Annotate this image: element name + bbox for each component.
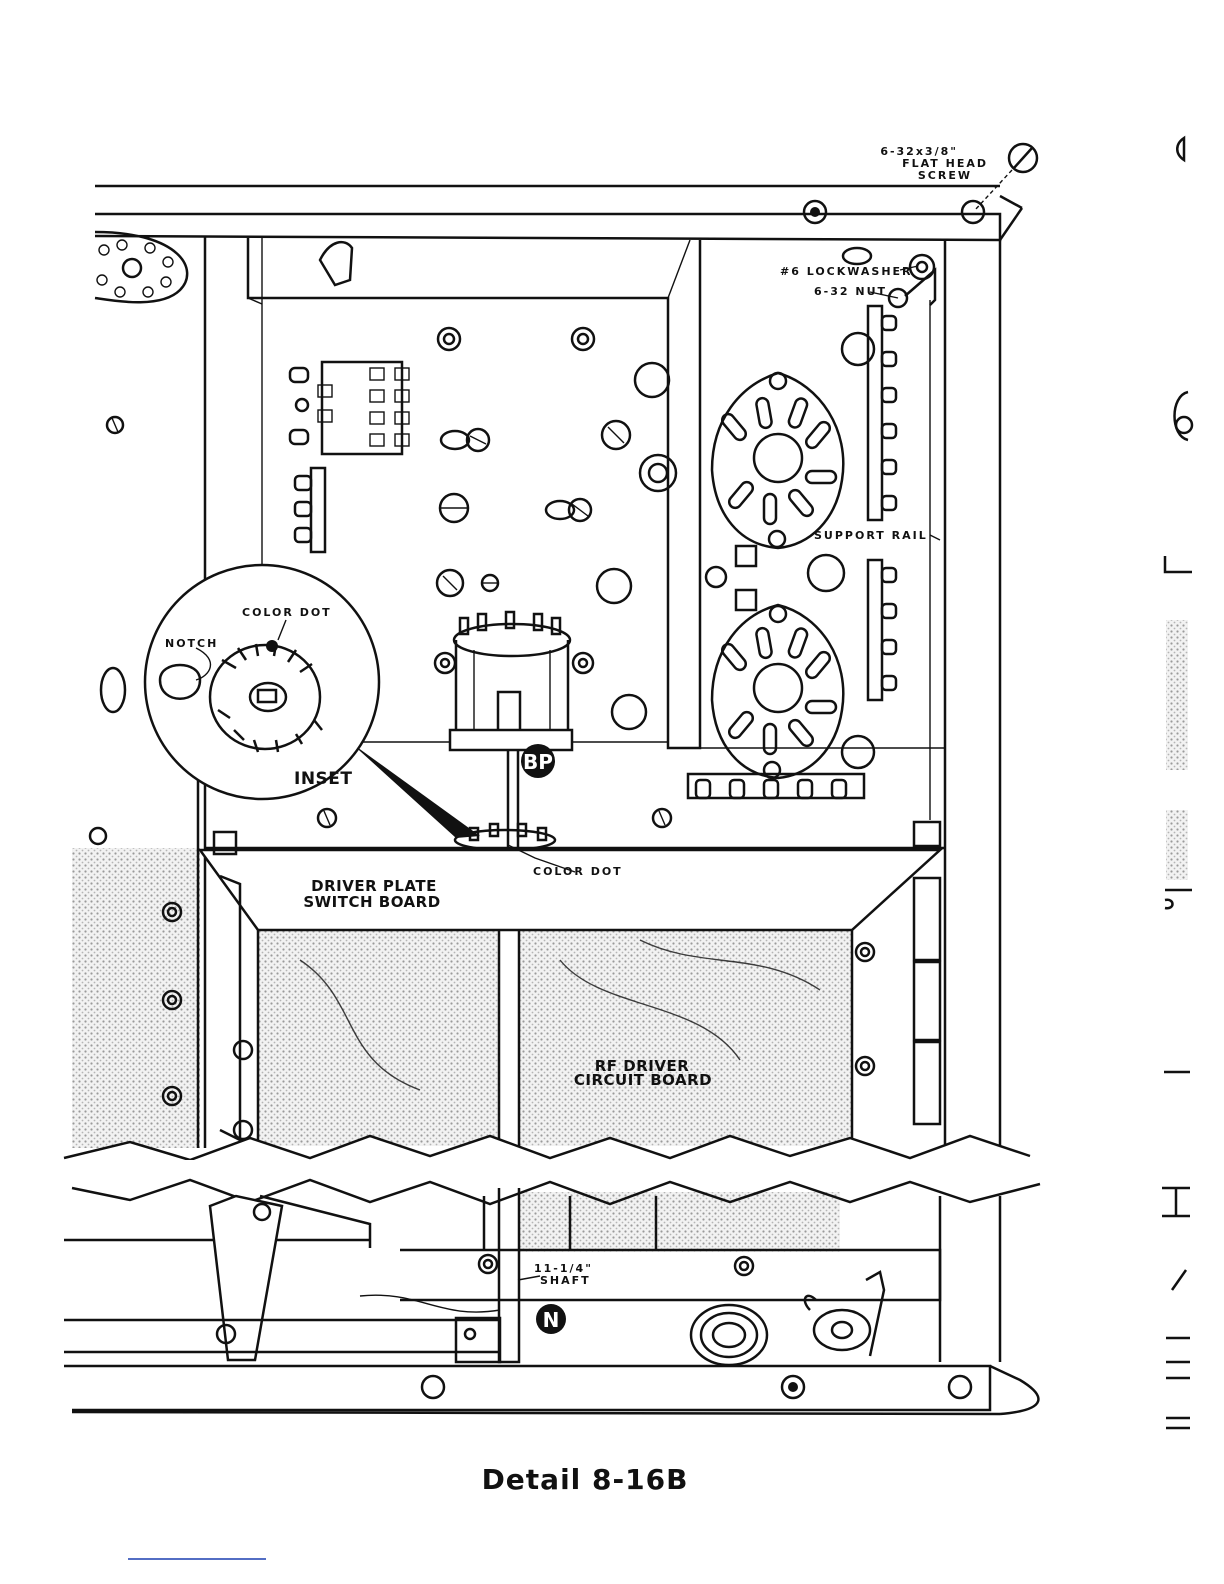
badge-n: N [536,1304,566,1334]
shaft-lower [499,1176,519,1362]
lockwasher-label: #6 LOCKWASHER [780,265,913,278]
misc-parts-right [688,248,874,798]
screws-center [320,242,630,596]
tube-socket-lower [712,605,843,778]
wing-nut-clip [805,1272,884,1356]
svg-text:N: N [543,1308,560,1332]
notch-label: NOTCH [165,637,218,650]
top-rail [95,186,1022,240]
nut-label: 6-32 NUT [814,285,887,298]
terminal-strip-upper-right [868,306,896,520]
svg-text:BP: BP [523,750,553,774]
stippled-lower-board [500,1192,840,1252]
figure-caption: Detail 8-16B [482,1463,689,1496]
jack-connector [691,1305,767,1365]
terminal-strip-left [295,468,325,552]
shaft-upper [499,896,519,1150]
rf-driver-board-surface [258,930,852,1146]
support-rail [889,255,935,307]
shaft-label-line2: SHAFT [540,1274,591,1287]
right-margin-fragments [1162,138,1192,1428]
terminal-strip-lower-right [868,560,896,700]
rf-driver-label-line2: CIRCUIT BOARD [574,1071,712,1089]
color-dot-label: COLOR DOT [533,865,623,878]
inset-color-dot-label: COLOR DOT [242,606,332,619]
inset-label: INSET [294,769,353,789]
relay-socket [290,362,409,454]
tube-socket-upper [712,373,843,548]
screw-label-line3: SCREW [918,169,972,182]
bottom-rail [64,1366,1038,1414]
driver-plate-label-line2: SWITCH BOARD [303,893,440,911]
tube-socket-top-left [95,232,187,302]
support-rail-label: SUPPORT RAIL [814,529,928,542]
wafer-switch [450,612,572,850]
badge-bp: BP [521,744,555,778]
